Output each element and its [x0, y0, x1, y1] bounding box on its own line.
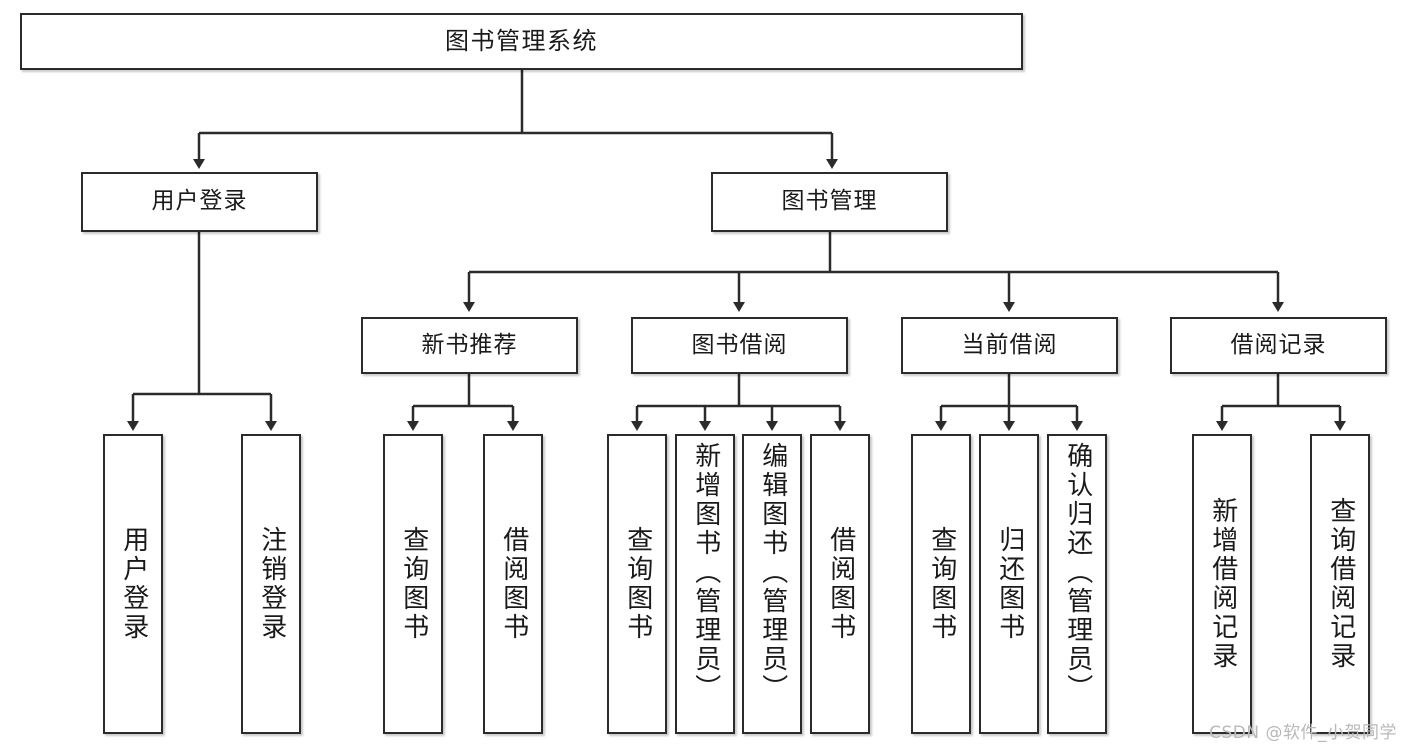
node-label: 借阅记录 — [1230, 331, 1327, 358]
node-label: 新书推荐 — [421, 331, 518, 358]
node-label: 查询图书 — [622, 526, 653, 642]
node-label: 查询图书 — [926, 526, 957, 642]
node-label: 编辑图书（管理员） — [757, 442, 788, 703]
node-label: 查询借阅记录 — [1325, 497, 1356, 671]
leaf-borrow-record-add[interactable]: 新增借阅记录 — [1192, 434, 1252, 734]
node-borrow-record[interactable]: 借阅记录 — [1170, 317, 1387, 374]
leaf-new-book-borrow[interactable]: 借阅图书 — [483, 434, 543, 734]
node-book-management[interactable]: 图书管理 — [711, 172, 948, 232]
leaf-current-borrow-confirm-return[interactable]: 确认归还（管理员） — [1047, 434, 1107, 734]
node-root-book-management-system[interactable]: 图书管理系统 — [20, 13, 1023, 70]
leaf-borrow-record-query[interactable]: 查询借阅记录 — [1310, 434, 1370, 734]
node-label: 当前借阅 — [961, 331, 1058, 358]
leaf-current-borrow-return[interactable]: 归还图书 — [979, 434, 1039, 734]
node-label: 图书管理 — [781, 188, 878, 215]
node-label: 新增借阅记录 — [1207, 497, 1238, 671]
leaf-user-login-logout[interactable]: 注销登录 — [241, 434, 301, 734]
node-label: 新增图书（管理员） — [690, 442, 721, 703]
node-label: 借阅图书 — [498, 526, 529, 642]
leaf-user-login-login[interactable]: 用户登录 — [103, 434, 163, 734]
leaf-current-borrow-query[interactable]: 查询图书 — [911, 434, 971, 734]
node-label: 确认归还（管理员） — [1062, 442, 1093, 703]
leaf-book-borrow-edit[interactable]: 编辑图书（管理员） — [742, 434, 802, 734]
node-label: 图书借阅 — [691, 331, 788, 358]
node-new-book-recommend[interactable]: 新书推荐 — [361, 317, 578, 374]
node-label: 用户登录 — [151, 188, 248, 215]
node-label: 图书管理系统 — [445, 27, 598, 56]
leaf-book-borrow-borrow[interactable]: 借阅图书 — [810, 434, 870, 734]
node-label: 用户登录 — [118, 526, 149, 642]
node-label: 归还图书 — [994, 526, 1025, 642]
csdn-watermark: CSDN @软件_小贺同学 — [1209, 723, 1397, 743]
node-book-borrow[interactable]: 图书借阅 — [631, 317, 848, 374]
leaf-new-book-query[interactable]: 查询图书 — [383, 434, 443, 734]
leaf-book-borrow-query[interactable]: 查询图书 — [607, 434, 667, 734]
node-current-borrow[interactable]: 当前借阅 — [901, 317, 1118, 374]
leaf-book-borrow-add[interactable]: 新增图书（管理员） — [675, 434, 735, 734]
node-label: 查询图书 — [398, 526, 429, 642]
node-label: 注销登录 — [256, 526, 287, 642]
node-user-login[interactable]: 用户登录 — [81, 172, 318, 232]
node-label: 借阅图书 — [825, 526, 856, 642]
